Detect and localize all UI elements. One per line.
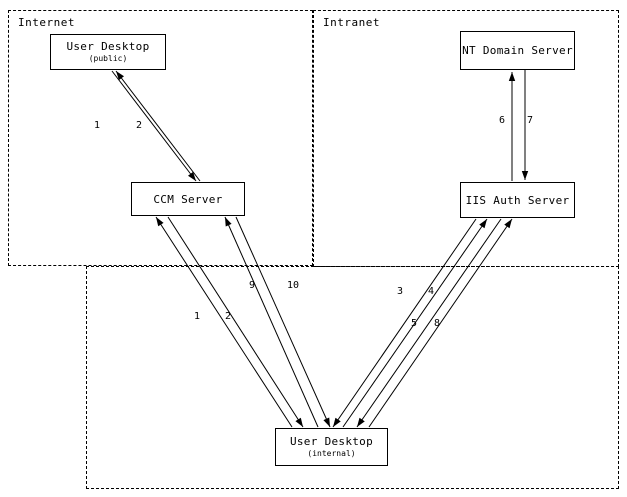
edge-step-label: 3 xyxy=(397,286,404,297)
node-title: NT Domain Server xyxy=(462,44,573,57)
node-user-desktop-public[interactable]: User Desktop (public) xyxy=(50,34,166,70)
edge-step-label: 2 xyxy=(225,311,232,322)
edge-step-label: 2 xyxy=(136,120,143,131)
node-user-desktop-internal[interactable]: User Desktop (internal) xyxy=(275,428,388,466)
edge-step-label: 1 xyxy=(94,120,101,131)
node-title: CCM Server xyxy=(153,192,223,206)
node-iis-auth-server[interactable]: IIS Auth Server xyxy=(460,182,575,218)
node-subtitle: (public) xyxy=(88,54,128,63)
edge-step-label: 5 xyxy=(411,318,418,329)
edge-step-label: 1 xyxy=(194,311,201,322)
edge-step-label: 7 xyxy=(527,115,534,126)
edge-step-label: 4 xyxy=(428,286,435,297)
node-ccm-server[interactable]: CCM Server xyxy=(131,182,245,216)
edge-step-label: 10 xyxy=(287,280,300,291)
node-title: User Desktop xyxy=(66,40,150,53)
zone-intranet-label: Intranet xyxy=(323,16,380,29)
edge-step-label: 8 xyxy=(434,318,441,329)
zone-internet-label: Internet xyxy=(18,16,75,29)
node-title: User Desktop xyxy=(289,435,374,448)
edge-step-label: 9 xyxy=(249,280,256,291)
node-subtitle: (internal) xyxy=(307,449,356,458)
edge-step-label: 6 xyxy=(499,115,506,126)
node-title: IIS Auth Server xyxy=(465,193,570,207)
node-nt-domain-server[interactable]: NT Domain Server xyxy=(460,31,575,70)
